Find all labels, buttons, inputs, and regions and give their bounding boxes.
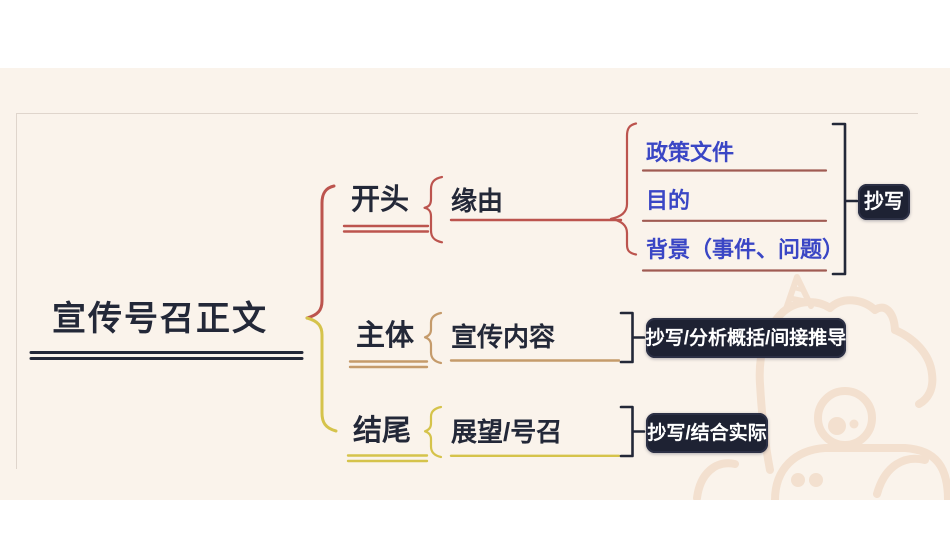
node-reason: 缘由 [451,186,504,216]
brace-reason [609,122,638,256]
underline-blue-items [641,169,828,272]
brace-body [423,311,443,365]
branch-ending: 结尾 [353,415,412,447]
brace-opening [423,175,444,244]
mindmap-canvas [0,68,950,500]
brace-ending [423,405,443,459]
main-brace-bottom [305,316,338,433]
underline-ending [346,454,429,463]
item-purpose: 目的 [646,188,691,213]
badge-copy-analyze-derive: 抄写/分析概括/间接推导 [646,318,846,358]
branch-body: 主体 [356,320,415,352]
item-background: 背景（事件、问题） [646,237,845,262]
bracket-body [619,311,646,364]
main-brace-top [305,184,336,320]
content-card-top-border [16,113,918,114]
bracket-ending [619,405,646,458]
branch-opening: 开头 [351,184,410,216]
bracket-opening [831,122,859,276]
badge-copy: 抄写 [858,184,910,220]
node-outlook-call: 展望/号召 [451,417,563,447]
underline-body [348,360,429,369]
badge-copy-combine-reality: 抄写/结合实际 [646,413,768,453]
content-card-left-border [16,113,17,469]
node-promo-content: 宣传内容 [451,322,556,352]
underline-opening [342,224,430,233]
root-node: 宣传号召正文 [52,300,268,338]
item-policy-document: 政策文件 [646,140,735,165]
